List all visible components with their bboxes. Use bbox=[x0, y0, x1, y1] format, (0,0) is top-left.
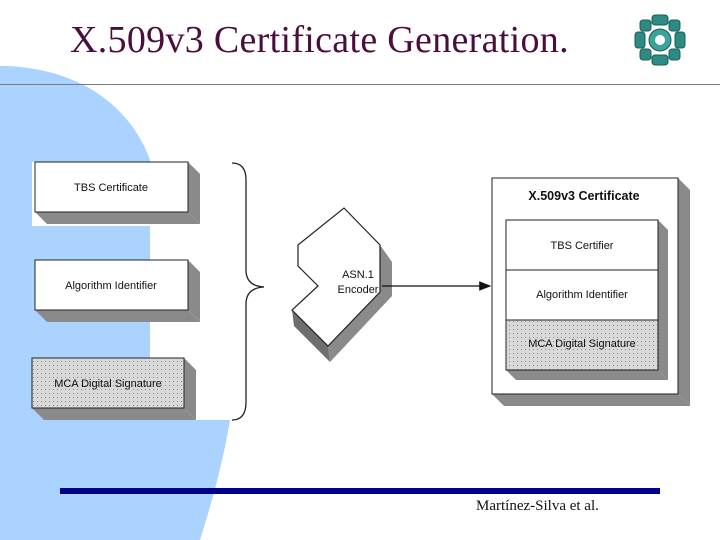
slide-title: X.509v3 Certificate Generation. bbox=[70, 19, 569, 61]
input-label-algorithm-identifier: Algorithm Identifier bbox=[65, 280, 157, 292]
certificate-row-label-signature: MCA Digital Signature bbox=[528, 338, 636, 350]
certificate-row-label-tbs: TBS Certifier bbox=[551, 240, 614, 252]
input-label-tbs-certificate: TBS Certificate bbox=[74, 182, 148, 194]
footer-bar bbox=[60, 488, 660, 494]
institution-logo-icon bbox=[634, 14, 686, 66]
input-box-tbs-certificate: TBS Certificate bbox=[32, 161, 202, 226]
input-box-algorithm-identifier: Algorithm Identifier bbox=[34, 259, 200, 322]
encoder-label-line2: Encoder bbox=[338, 284, 379, 296]
asn1-encoder-block: ASN.1 Encoder bbox=[291, 207, 392, 362]
certificate-row-label-algorithm: Algorithm Identifier bbox=[536, 289, 628, 301]
input-label-mca-digital-signature: MCA Digital Signature bbox=[54, 378, 162, 390]
grouping-brace bbox=[231, 162, 265, 421]
output-certificate-box: X.509v3 Certificate TBS Certifier Algori… bbox=[491, 177, 690, 406]
footer-author: Martínez-Silva et al. bbox=[476, 498, 599, 514]
certificate-row-signature bbox=[505, 319, 659, 371]
title-divider bbox=[0, 84, 720, 85]
encoder-label-line1: ASN.1 bbox=[342, 269, 374, 281]
certificate-title: X.509v3 Certificate bbox=[528, 189, 639, 203]
input-box-mca-digital-signature: MCA Digital Signature bbox=[31, 357, 196, 420]
